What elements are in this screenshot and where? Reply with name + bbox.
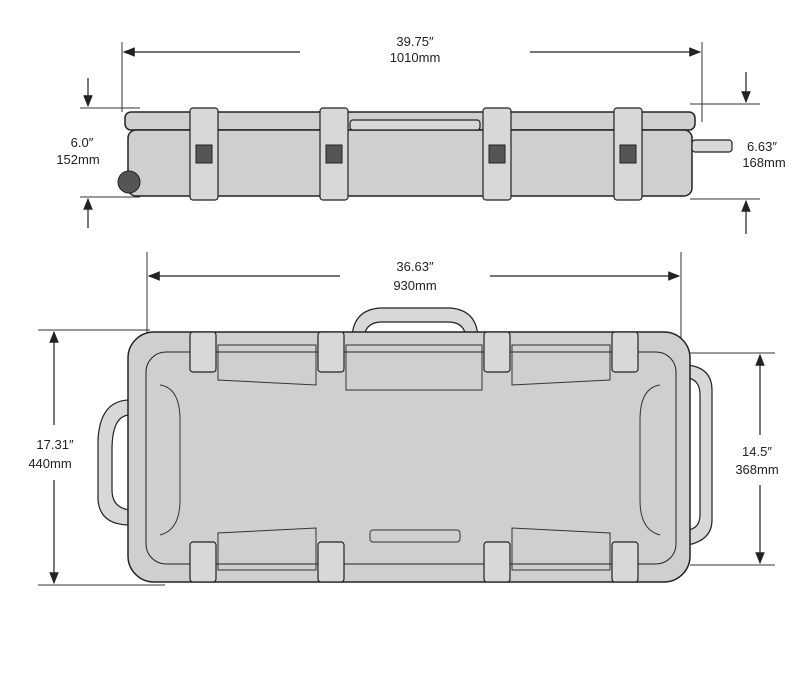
side-height-left-in: 6.0″ [71, 135, 94, 150]
top-length-mm: 930mm [393, 278, 436, 293]
side-height-right-mm: 168mm [742, 155, 785, 170]
wheel [117, 170, 141, 194]
top-width-body-mm: 368mm [735, 462, 778, 477]
side-length-mm: 1010mm [390, 50, 441, 65]
tow-handle [687, 364, 713, 546]
top-width-body-in: 14.5″ [742, 444, 772, 459]
carry-handle [349, 119, 481, 131]
case-top-drawing [97, 307, 713, 583]
side-height-left-mm: 152mm [56, 152, 99, 167]
side-view: 39.75″ 1010mm 6.0″ 152mm 6.63″ 168mm [56, 34, 786, 234]
top-width-total-in: 17.31″ [36, 437, 74, 452]
latches [189, 331, 639, 583]
side-handle [97, 399, 131, 526]
latches [189, 107, 643, 201]
top-width-total-mm: 440mm [28, 456, 71, 471]
tow-handle [691, 139, 733, 153]
case-side-drawing [117, 107, 733, 201]
side-length-in: 39.75″ [396, 34, 434, 49]
label-plate [369, 529, 461, 543]
top-length-in: 36.63″ [396, 259, 434, 274]
side-height-right-in: 6.63″ [747, 139, 777, 154]
top-view: 36.63″ 930mm 17.31″ 440mm 14.5″ 368mm [28, 252, 779, 586]
